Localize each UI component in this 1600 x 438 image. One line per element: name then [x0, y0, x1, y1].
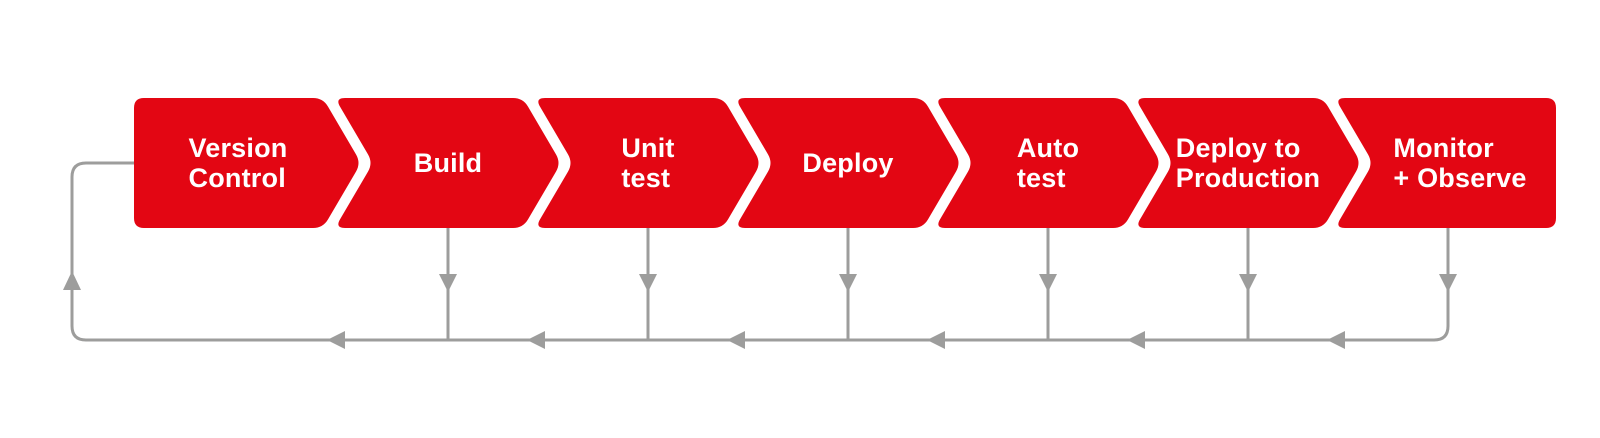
stage-unit-test	[538, 98, 759, 228]
arrowhead-left-unit-test	[527, 331, 545, 349]
arrowhead-down-build	[439, 274, 457, 292]
arrowhead-down-auto-test	[1039, 274, 1057, 292]
stage-version-control	[134, 98, 359, 228]
arrowhead-up-feedback	[63, 271, 81, 290]
arrowhead-down-monitor-observe	[1439, 274, 1457, 292]
feedback-connectors	[63, 161, 1457, 349]
stage-build	[338, 98, 559, 228]
stage-monitor-observe	[1338, 98, 1556, 228]
arrowhead-down-deploy	[839, 274, 857, 292]
feedback-loop-path	[70, 161, 1450, 342]
stage-deploy	[738, 98, 959, 228]
arrowhead-left-deploy	[727, 331, 745, 349]
arrowhead-left-auto-test	[927, 331, 945, 349]
arrowhead-left-build	[327, 331, 345, 349]
arrowhead-down-deploy-to-production	[1239, 274, 1257, 292]
stage-auto-test	[938, 98, 1159, 228]
arrowhead-down-unit-test	[639, 274, 657, 292]
arrowhead-left-monitor-observe	[1327, 331, 1345, 349]
arrowhead-left-deploy-to-production	[1127, 331, 1145, 349]
stage-shapes	[134, 98, 1556, 228]
stage-deploy-to-production	[1138, 98, 1359, 228]
